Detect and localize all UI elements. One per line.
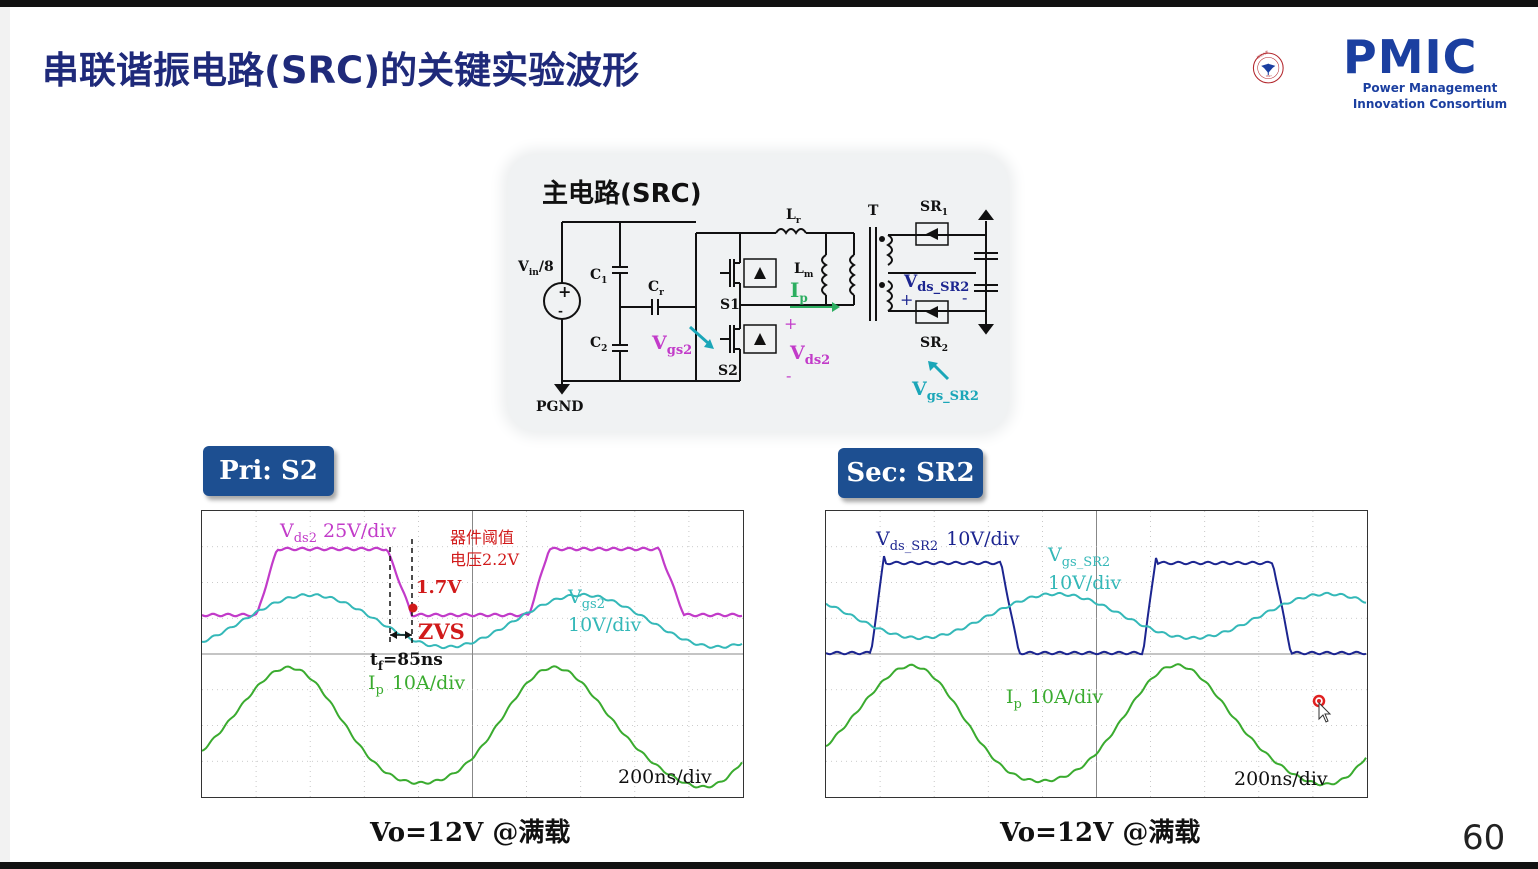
c2-label: C2	[590, 335, 607, 354]
pmic-logo-text: PMIC	[1343, 30, 1478, 84]
vds2-minus: -	[786, 366, 791, 385]
primary-tag: Pri: S2	[203, 446, 334, 496]
zvs-point	[408, 603, 418, 613]
pmic-subtitle: Power Management Innovation Consortium	[1350, 80, 1510, 112]
ip-trace-left	[202, 665, 743, 789]
vds-sr2-trace	[826, 555, 1367, 656]
zvs-label: ZVS	[418, 619, 465, 644]
s1-label: S1	[720, 297, 740, 313]
vds-sr2-plus: +	[900, 290, 913, 309]
time-scale-left: 200ns/div	[618, 766, 712, 788]
bottom-border	[0, 862, 1538, 869]
pmic-sub-line1: Power Management	[1362, 81, 1498, 95]
caption-right: Vo=12V @满载	[1000, 818, 1201, 848]
sr2-label: SR2	[920, 335, 948, 354]
s2-label: S2	[718, 363, 738, 379]
svg-text:浙江大学: 浙江大学	[1256, 49, 1270, 60]
svg-text:+: +	[558, 282, 571, 301]
ip-trace-right	[826, 663, 1367, 787]
ip-label: Ip	[790, 278, 808, 305]
vgs2-trace	[202, 592, 743, 650]
vds2-trace	[202, 546, 743, 618]
lm-label: Lm	[794, 261, 814, 280]
top-border	[0, 0, 1538, 7]
t-label: T	[868, 203, 879, 219]
tf-label: tf=85ns	[370, 650, 443, 673]
circuit-panel	[508, 155, 1008, 431]
vgs-sr2-label: Vgs_SR2	[911, 378, 979, 404]
vgs2-scale-label: Vgs2	[567, 586, 605, 612]
vin-label: Vin/8	[517, 259, 554, 278]
vds-sr2-label: Vds_SR2	[903, 272, 969, 295]
time-scale-right: 200ns/div	[1234, 768, 1328, 790]
src-circuit-diagram: + - Vin/8 C1 C2 Cr Lr Lm T S1 S2 SR1 SR2…	[517, 199, 998, 415]
mouse-cursor-icon	[1318, 701, 1332, 723]
sr1-label: SR1	[920, 199, 948, 218]
v17-label: 1.7V	[416, 577, 462, 598]
pgnd-label: PGND	[536, 399, 583, 415]
circuit-title: 主电路(SRC)	[542, 179, 702, 209]
page-number: 60	[1462, 818, 1506, 858]
vgs2-scale: 10V/div	[568, 614, 642, 636]
threshold-line2: 电压2.2V	[450, 550, 519, 569]
vds-sr2-minus: -	[962, 288, 967, 307]
c1-label: C1	[590, 267, 607, 286]
vgs2-label: Vgs2	[651, 332, 692, 358]
vgs-sr2-scale: 10V/div	[1048, 572, 1122, 594]
cr-label: Cr	[648, 279, 664, 298]
zju-logo-icon: 1897 浙江大学	[1252, 49, 1284, 84]
svg-text:1897: 1897	[1265, 75, 1272, 78]
lr-label: Lr	[786, 207, 801, 226]
vgs-sr2-trace	[826, 591, 1367, 641]
secondary-tag: Sec: SR2	[838, 448, 983, 498]
pmic-sub-line2: Innovation Consortium	[1352, 97, 1508, 111]
left-edge	[0, 7, 10, 862]
vds2-plus: +	[784, 314, 797, 333]
threshold-line1: 器件阈值	[450, 528, 514, 547]
vgs-sr2-scale-label: Vgs_SR2	[1047, 544, 1110, 570]
vds2-label: Vds2	[789, 342, 830, 368]
slide-title: 串联谐振电路(SRC)的关键实验波形	[42, 49, 640, 92]
svg-text:-: -	[558, 304, 563, 318]
caption-left: Vo=12V @满载	[370, 818, 571, 848]
